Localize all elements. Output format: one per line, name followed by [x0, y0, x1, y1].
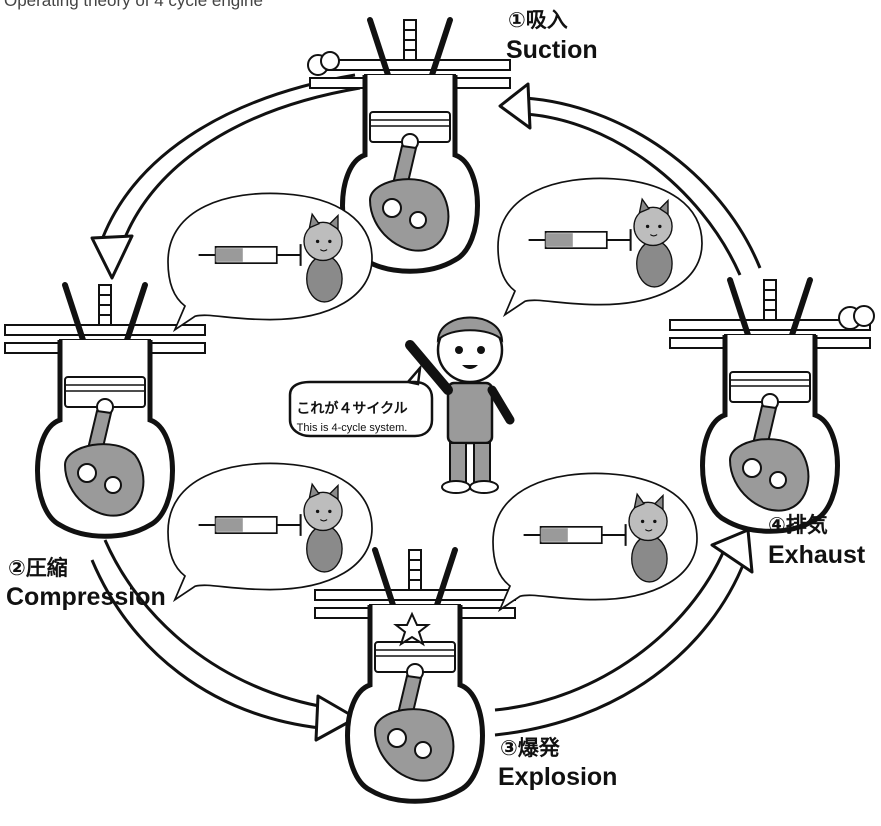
step-suction-jp: ①吸入: [508, 10, 568, 31]
vignette-explosion: [493, 473, 697, 609]
step-exhaust-jp: ④排気: [768, 515, 828, 536]
engine-compression: [5, 285, 205, 536]
engine-explosion: [315, 550, 515, 801]
step-exhaust-en: Exhaust: [768, 543, 865, 568]
step-compression-en: Compression: [6, 585, 166, 610]
step-explosion-en: Explosion: [498, 765, 617, 790]
step-suction-en: Suction: [506, 38, 598, 63]
smoke-cloud-icon: [308, 52, 339, 75]
speech-en: This is 4-cycle system.: [282, 422, 422, 434]
smoke-cloud-icon: [839, 306, 874, 329]
vignette-exhaust: [498, 178, 702, 314]
speech-bubble-text: これが４サイクル This is 4-cycle system.: [282, 398, 422, 434]
step-compression-jp: ②圧縮: [8, 558, 68, 579]
speech-jp: これが４サイクル: [282, 398, 422, 418]
step-explosion-jp: ③爆発: [500, 738, 560, 759]
vignette-suction: [168, 193, 372, 329]
vignette-compression: [168, 463, 372, 599]
